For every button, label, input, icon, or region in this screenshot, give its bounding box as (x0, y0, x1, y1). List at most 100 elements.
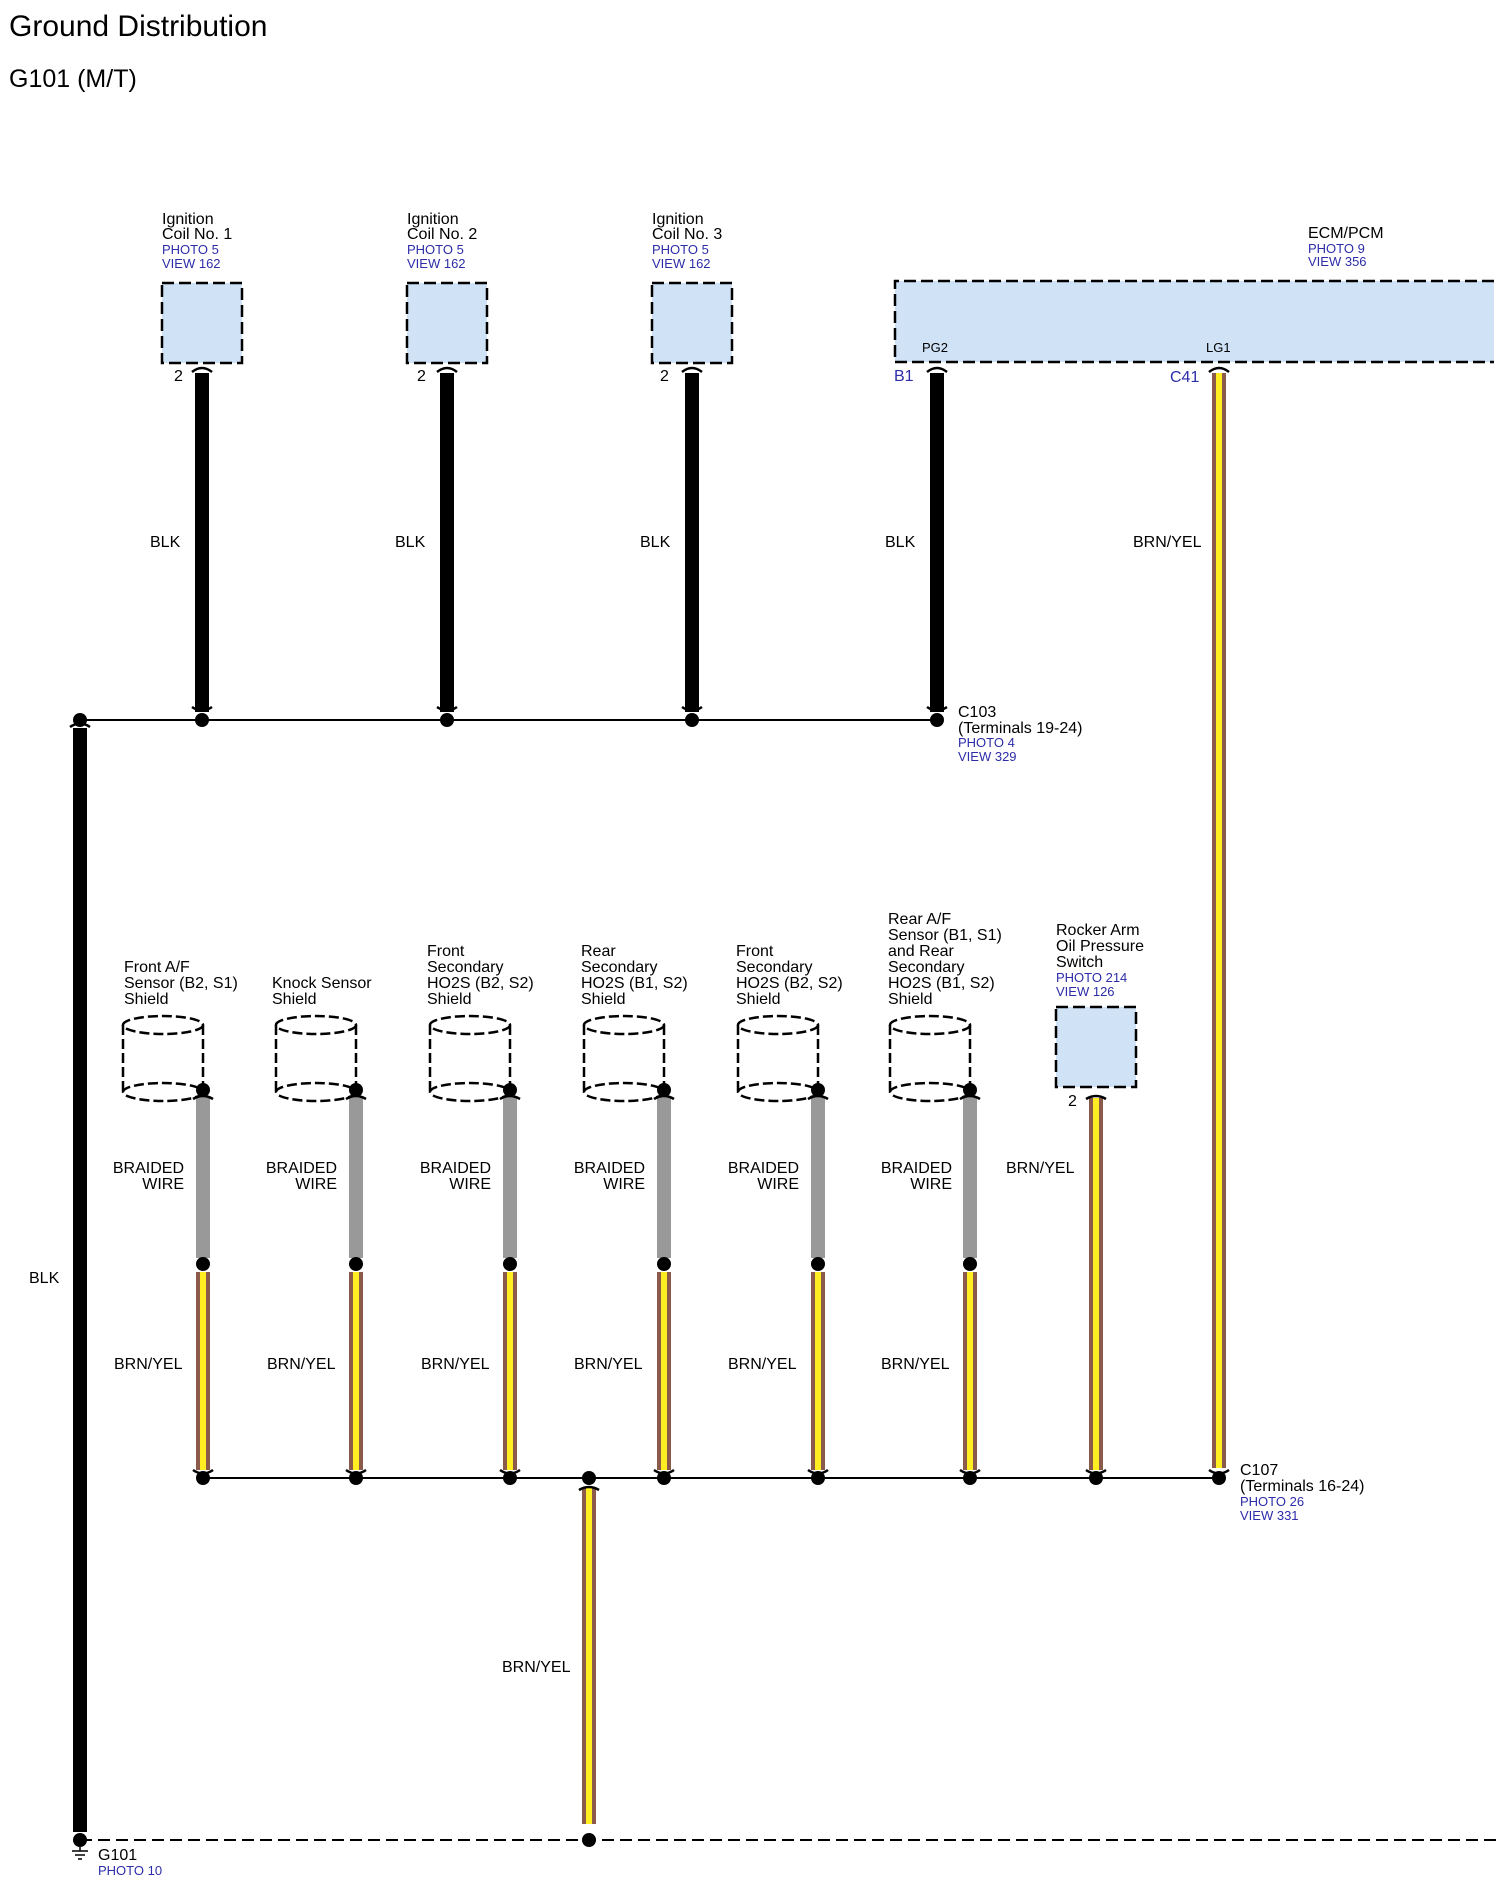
bus-junction (73, 713, 87, 727)
ground-trunk-label: BLK (29, 1270, 60, 1287)
coil2-label-line1: Ignition (407, 211, 459, 228)
coil2-pin: 2 (417, 368, 426, 385)
g101-ground: G101 PHOTO 10 (72, 1833, 1500, 1878)
coil3-view-ref[interactable]: VIEW 162 (652, 256, 711, 271)
bus-junction (195, 713, 209, 727)
svg-text:Shield: Shield (888, 991, 932, 1008)
svg-text:Front: Front (427, 943, 465, 960)
svg-text:BRN/YEL: BRN/YEL (728, 1356, 797, 1373)
coil3-photo-ref[interactable]: PHOTO 5 (652, 242, 709, 257)
bus-junction (930, 713, 944, 727)
c107-terminals: (Terminals 16-24) (1240, 1478, 1364, 1495)
g101-photo-ref[interactable]: PHOTO 10 (98, 1863, 162, 1878)
coil1-connector-box (160, 281, 244, 365)
svg-text:BRAIDED: BRAIDED (420, 1160, 491, 1177)
lower-brn-yel-wires (196, 1098, 1103, 1824)
shield-rear-secondary-ho2s-b1-s2: Rear Secondary HO2S (B1, S2) Shield (581, 943, 688, 1103)
svg-text:Oil Pressure: Oil Pressure (1056, 938, 1144, 955)
svg-text:WIRE: WIRE (910, 1176, 952, 1193)
rocker-arm-oil-pressure-switch: Rocker Arm Oil Pressure Switch PHOTO 214… (1054, 922, 1144, 1110)
svg-text:BRAIDED: BRAIDED (266, 1160, 337, 1177)
coil2-photo-ref[interactable]: PHOTO 5 (407, 242, 464, 257)
svg-text:Shield: Shield (272, 991, 316, 1008)
rocker-view-ref[interactable]: VIEW 126 (1056, 984, 1115, 999)
coil1-wire-label: BLK (150, 534, 181, 551)
svg-text:Shield: Shield (124, 991, 168, 1008)
shield-rear-af-and-rear-secondary: Rear A/F Sensor (B1, S1) and Rear Second… (888, 911, 1002, 1103)
svg-text:BRN/YEL: BRN/YEL (267, 1356, 336, 1373)
svg-text:HO2S (B2, S2): HO2S (B2, S2) (736, 975, 843, 992)
svg-text:Secondary: Secondary (427, 959, 504, 976)
rocker-pin: 2 (1068, 1093, 1077, 1110)
ecm-terminal-c41: C41 (1170, 369, 1199, 386)
coil3-wire-label: BLK (640, 534, 671, 551)
c103-bus (73, 713, 944, 727)
svg-text:Rear: Rear (581, 943, 616, 960)
shield-knock-sensor: Knock Sensor Shield (272, 975, 372, 1103)
svg-text:Secondary: Secondary (888, 959, 965, 976)
ignition-coil-3: Ignition Coil No. 3 PHOTO 5 VIEW 162 2 (650, 211, 734, 385)
bus-junction (440, 713, 454, 727)
shield-front-secondary-ho2s-b2-s2-a: Front Secondary HO2S (B2, S2) Shield (427, 943, 534, 1103)
coil3-connector-box (650, 281, 734, 365)
svg-text:BRN/YEL: BRN/YEL (421, 1356, 490, 1373)
c103-name: C103 (958, 704, 996, 721)
svg-text:WIRE: WIRE (603, 1176, 645, 1193)
coil1-view-ref[interactable]: VIEW 162 (162, 256, 221, 271)
coil2-connector-box (405, 281, 489, 365)
svg-text:and Rear: and Rear (888, 943, 954, 960)
brn-yel-labels: BRN/YEL BRN/YEL BRN/YEL BRN/YEL BRN/YEL … (114, 1160, 1075, 1676)
rocker-connector-box (1054, 1005, 1138, 1089)
coil3-label-line1: Ignition (652, 211, 704, 228)
svg-text:Secondary: Secondary (736, 959, 813, 976)
ignition-coil-2: Ignition Coil No. 2 PHOTO 5 VIEW 162 2 (405, 211, 489, 385)
shield-front-secondary-ho2s-b2-s2-b: Front Secondary HO2S (B2, S2) Shield (736, 943, 843, 1103)
c107-view-ref[interactable]: VIEW 331 (1240, 1508, 1299, 1523)
ecm-pin-lg1: LG1 (1206, 340, 1231, 355)
braided-wires (196, 1097, 977, 1271)
g101-name: G101 (98, 1847, 137, 1864)
coil3-label-line2: Coil No. 3 (652, 226, 722, 243)
ground-symbol-icon (72, 1847, 88, 1860)
svg-text:Sensor (B1, S1): Sensor (B1, S1) (888, 927, 1002, 944)
c103-view-ref[interactable]: VIEW 329 (958, 749, 1017, 764)
svg-text:BRN/YEL: BRN/YEL (114, 1356, 183, 1373)
coil1-photo-ref[interactable]: PHOTO 5 (162, 242, 219, 257)
c107-photo-ref[interactable]: PHOTO 26 (1240, 1494, 1304, 1509)
rocker-photo-ref[interactable]: PHOTO 214 (1056, 970, 1127, 985)
c103-photo-ref[interactable]: PHOTO 4 (958, 735, 1015, 750)
svg-text:WIRE: WIRE (142, 1176, 184, 1193)
ecm-view-ref[interactable]: VIEW 356 (1308, 254, 1367, 269)
page-title: Ground Distribution (9, 10, 267, 43)
ecm-photo-ref[interactable]: PHOTO 9 (1308, 241, 1365, 256)
page-subtitle: G101 (M/T) (9, 65, 137, 93)
shield-components: Front A/F Sensor (B2, S1) Shield Knock S… (121, 911, 1002, 1103)
svg-text:BRAIDED: BRAIDED (728, 1160, 799, 1177)
coil2-label-line2: Coil No. 2 (407, 226, 477, 243)
shield-front-af-b2-s1: Front A/F Sensor (B2, S1) Shield (121, 959, 238, 1103)
svg-text:BRAIDED: BRAIDED (881, 1160, 952, 1177)
svg-text:Knock Sensor: Knock Sensor (272, 975, 372, 992)
ecm-b1-wire-label: BLK (885, 534, 916, 551)
svg-text:WIRE: WIRE (295, 1176, 337, 1193)
c103-terminals: (Terminals 19-24) (958, 720, 1082, 737)
svg-text:Shield: Shield (581, 991, 625, 1008)
svg-text:BRAIDED: BRAIDED (574, 1160, 645, 1177)
coil3-pin: 2 (660, 368, 669, 385)
c103-connector: C103 (Terminals 19-24) PHOTO 4 VIEW 329 (958, 704, 1082, 764)
coil1-label-line1: Ignition (162, 211, 214, 228)
coil1-pin: 2 (174, 368, 183, 385)
ecm-lg1-wire-label: BRN/YEL (1133, 534, 1202, 551)
ecm-pcm: ECM/PCM PHOTO 9 VIEW 356 PG2 LG1 B1 C41 (893, 225, 1494, 386)
svg-text:Shield: Shield (427, 991, 471, 1008)
c107-name: C107 (1240, 1462, 1278, 1479)
svg-text:Front A/F: Front A/F (124, 959, 190, 976)
coil2-view-ref[interactable]: VIEW 162 (407, 256, 466, 271)
bus-junction (685, 713, 699, 727)
svg-text:Secondary: Secondary (581, 959, 658, 976)
svg-text:Rocker Arm: Rocker Arm (1056, 922, 1140, 939)
svg-text:WIRE: WIRE (757, 1176, 799, 1193)
svg-text:Sensor (B2, S1): Sensor (B2, S1) (124, 975, 238, 992)
braided-wire-labels: BRAIDED WIRE BRAIDED WIRE BRAIDED WIRE B… (113, 1160, 952, 1193)
